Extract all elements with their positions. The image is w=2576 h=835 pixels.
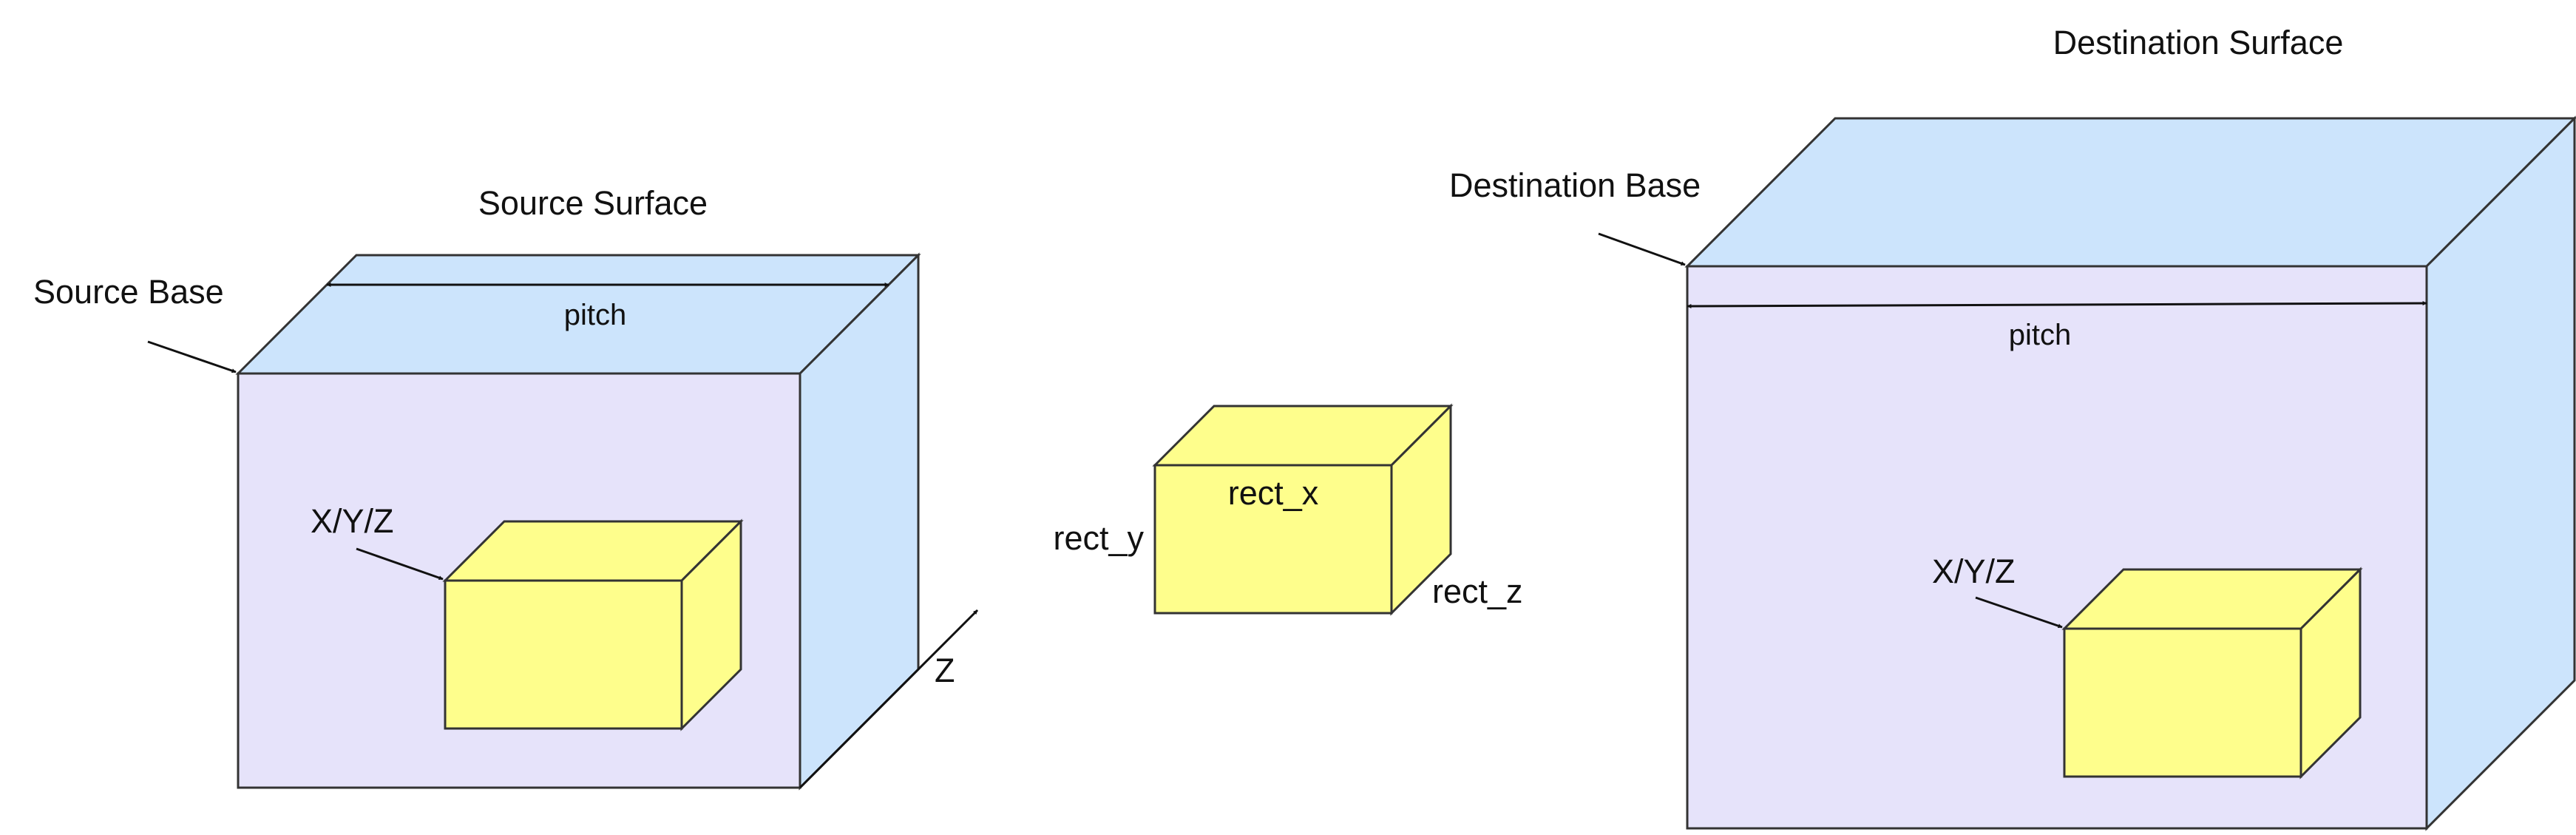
destination-pitch-label: pitch (2009, 319, 2072, 351)
source-surface-title: Source Surface (478, 184, 708, 222)
source-base-label: Source Base (33, 273, 224, 311)
source-base-arrow (147, 340, 237, 373)
destination-base-arrow (1598, 232, 1686, 266)
source-region-arrow (356, 547, 444, 581)
destination-region-box (2061, 567, 2363, 780)
destination-base-label: Destination Base (1449, 166, 1701, 204)
rect-z-label: rect_z (1432, 572, 1523, 610)
destination-surface: pitch Destination Surface Destination Ba… (1449, 24, 2576, 831)
destination-pitch-arrow (1687, 301, 2427, 308)
rect-x-label: rect_x (1228, 474, 1319, 512)
source-region-label: X/Y/Z (311, 502, 394, 540)
rect-front-face (1153, 464, 1393, 615)
destination-surface-top-face (1684, 117, 2576, 268)
destination-region-arrow (1975, 596, 2063, 629)
source-depth-axis-label: Z (935, 652, 955, 689)
rect-extent-box: rect_x rect_y rect_z (1053, 403, 1523, 616)
destination-region-label: X/Y/Z (1932, 552, 2016, 590)
source-region-box (442, 518, 744, 731)
source-depth-axis-arrow (799, 609, 979, 789)
source-surface: pitch Source Surface Source Base X/Y/Z Z (33, 184, 979, 791)
rect-y-label: rect_y (1053, 519, 1144, 557)
destination-region-front-face (2063, 627, 2302, 778)
source-region-front-face (444, 579, 683, 730)
destination-surface-title: Destination Surface (2053, 24, 2344, 61)
source-pitch-label: pitch (564, 299, 627, 331)
